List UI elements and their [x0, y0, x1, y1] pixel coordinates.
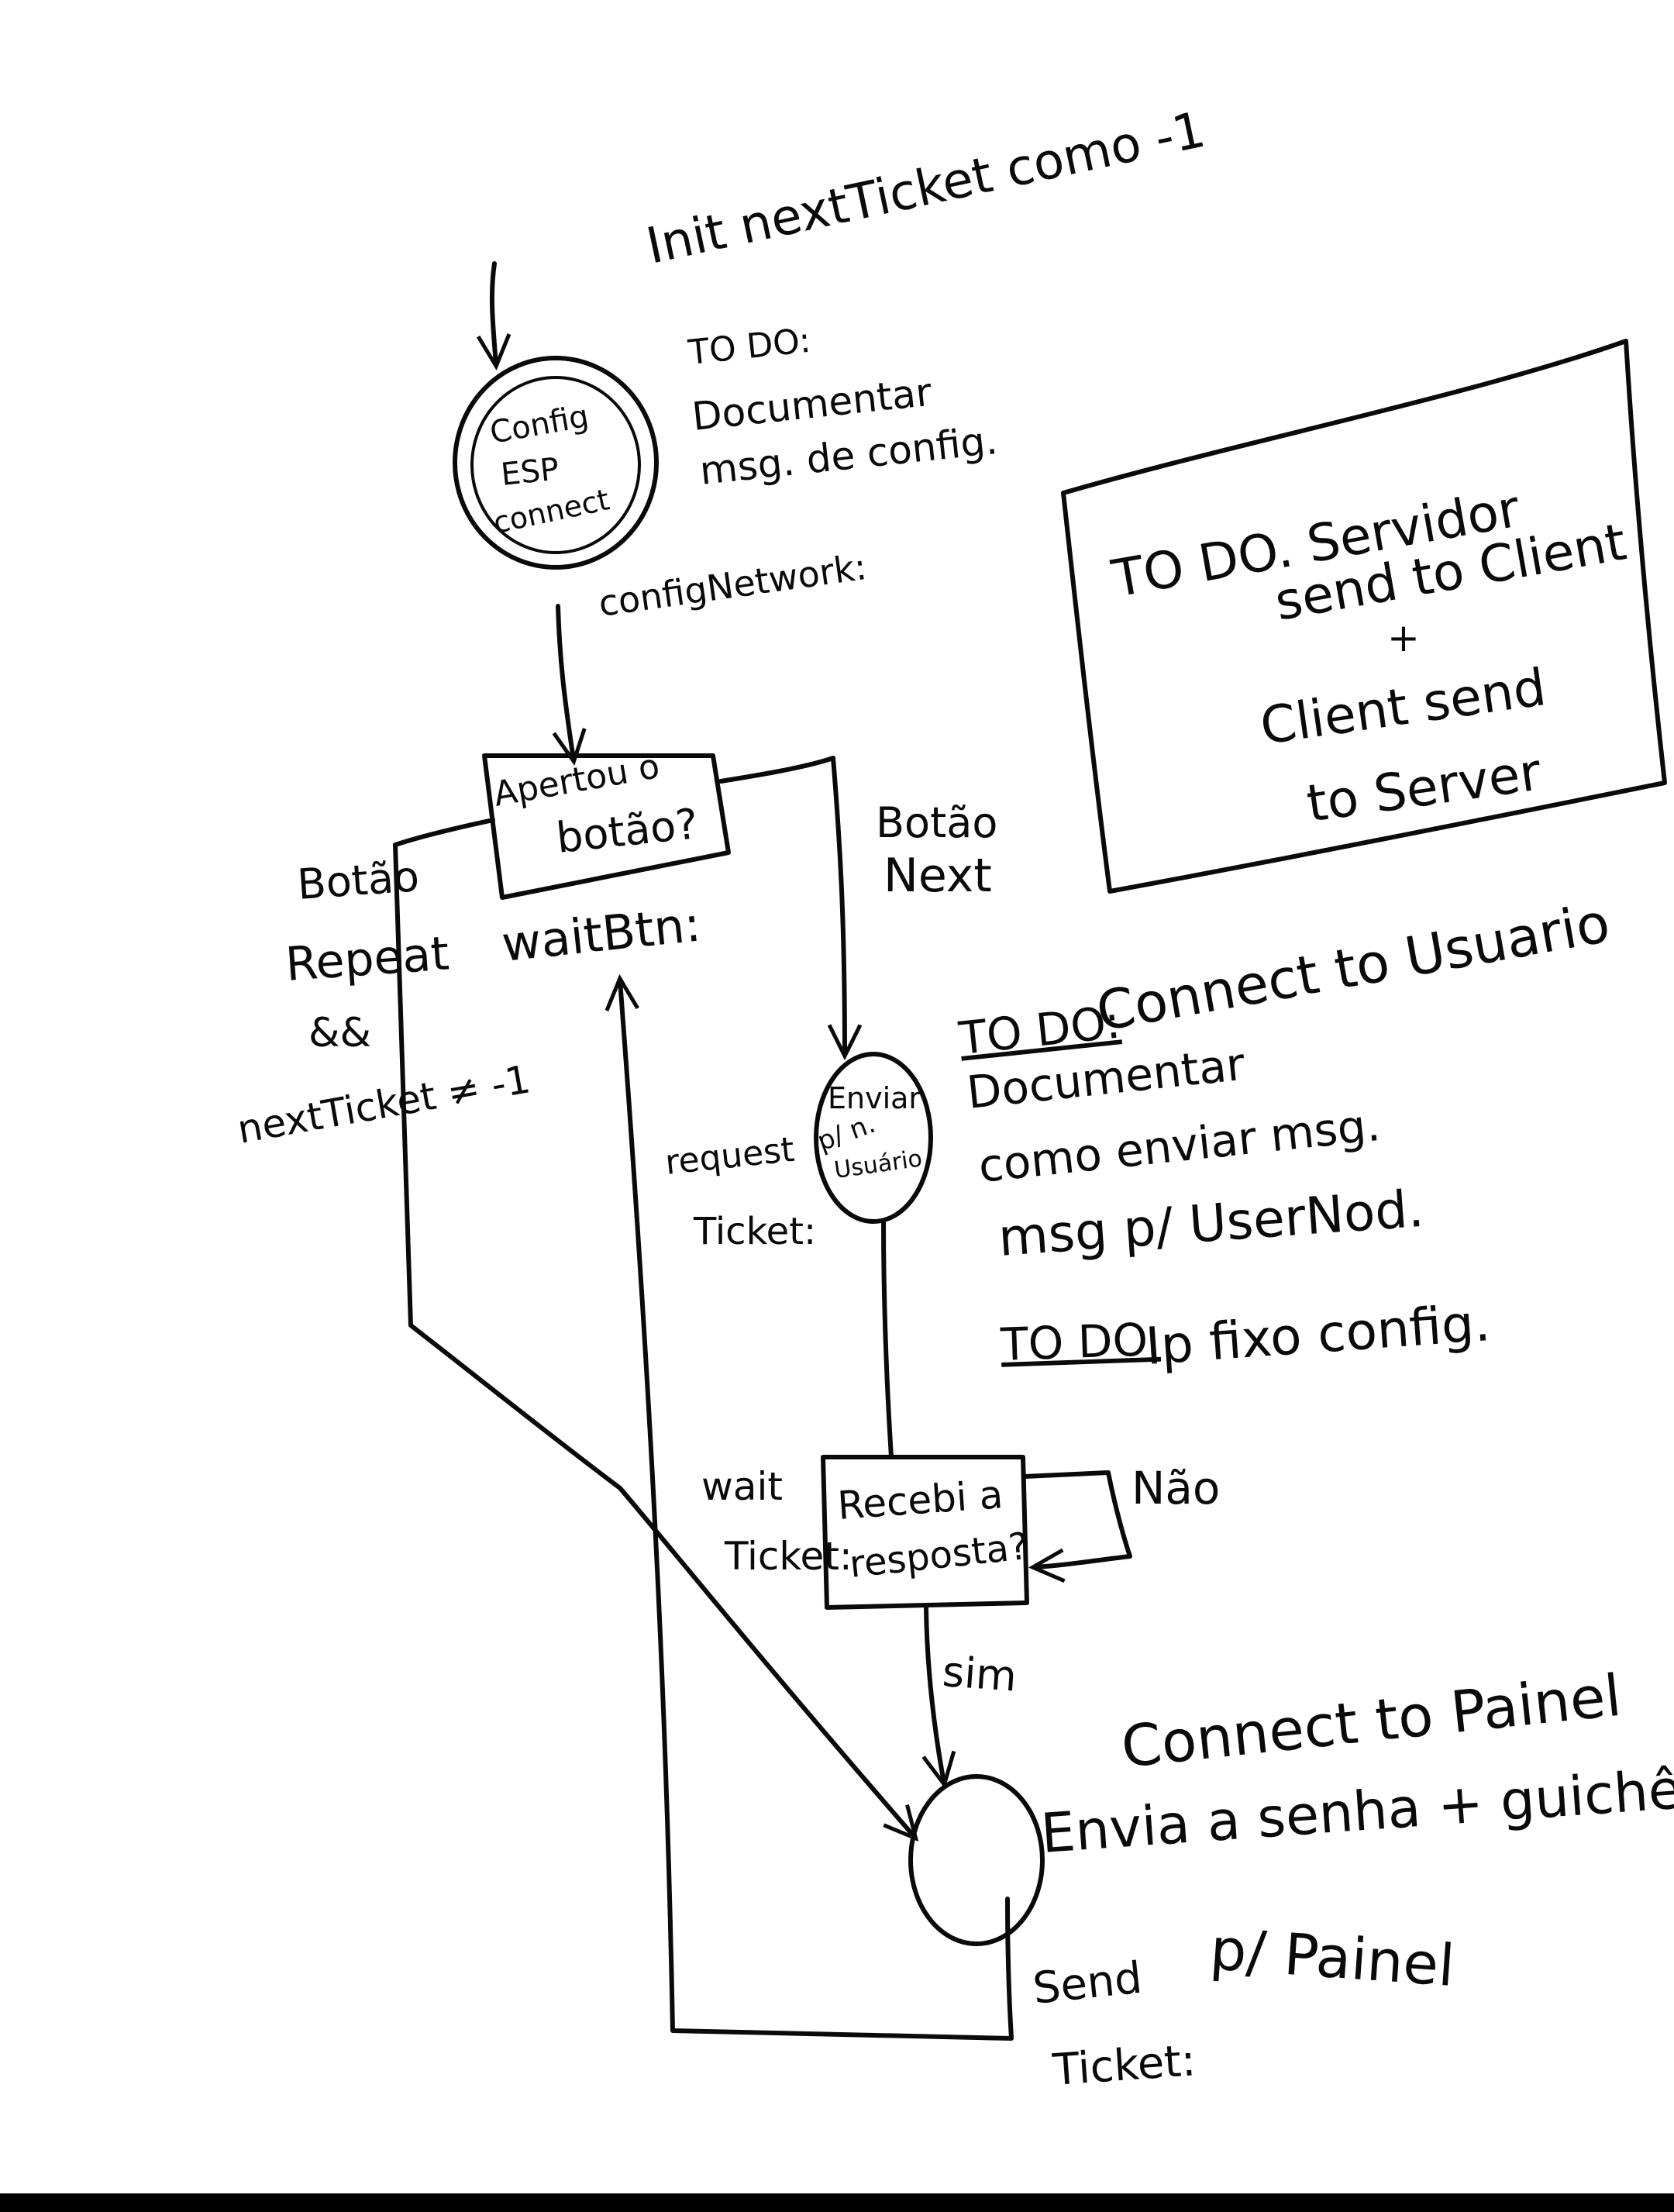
todo-ip-note: TO DO. Ip fixo config.: [999, 1293, 1492, 1376]
scan-edge-bar: [0, 2193, 1674, 2212]
todo-ip-rest: Ip fixo config.: [1144, 1293, 1493, 1376]
receive-response-decision: Recebi a resposta?: [821, 1455, 1031, 1610]
init-note: Init nextTicket como -1: [642, 102, 1210, 276]
repeat-branch-label-4: nextTicket ≠ -1: [234, 1056, 533, 1152]
receive-decision-label-1: Recebi a: [836, 1472, 1004, 1528]
send-to-receive-line: [881, 1218, 894, 1459]
wait-ticket-label-2: Ticket:: [724, 1534, 852, 1579]
next-branch-label-2: Next: [884, 849, 992, 903]
connect-panel-note: Connect to Painel Envia a senha + guichê…: [1038, 1662, 1674, 2000]
server-note-line4: Client send: [1257, 657, 1550, 756]
send-user-label-3: Usuário: [832, 1145, 924, 1184]
return-to-wait-line: [620, 980, 1014, 2041]
request-ticket-label-1: request: [663, 1130, 797, 1183]
send-ticket-label-1: Send: [1031, 1953, 1145, 2014]
todo-doc-config-note: TO DO: Documentar msg. de config.: [686, 321, 1000, 494]
config-to-button-arrow: [558, 604, 574, 760]
send-user-label-1: Enviar: [828, 1081, 921, 1115]
server-note-line5: to Server: [1304, 742, 1545, 834]
send-user-label-2: p/ n.: [813, 1108, 879, 1158]
todo-usuario-note: TO DO: Connect to Usuario Documentar com…: [956, 891, 1614, 1268]
yes-label: sim: [941, 1647, 1018, 1701]
panel-note-line3: p/ Painel: [1208, 1916, 1457, 2000]
next-branch-line: [718, 756, 845, 1054]
wait-btn-label: waitBtn:: [499, 895, 703, 972]
server-note-line3: +: [1387, 615, 1420, 660]
next-branch-label-1: Botão: [876, 798, 997, 847]
config-network-label: configNetwork:: [596, 546, 869, 625]
no-label: Não: [1132, 1462, 1220, 1514]
wait-ticket-label-1: wait: [701, 1464, 783, 1509]
todo-usuario-rest: Connect to Usuario: [1092, 891, 1614, 1044]
panel-note-line1: Connect to Painel: [1118, 1662, 1624, 1781]
receive-decision-label-2: resposta?: [847, 1525, 1030, 1587]
config-node-label-2: ESP: [499, 451, 560, 493]
entry-arrow: [492, 261, 496, 364]
todo-usuario-line3: como enviar msg.: [976, 1098, 1383, 1193]
todo-doc-config-head: TO DO:: [686, 321, 813, 373]
server-note-box: TO DO. Servidor send to Client + Client …: [1061, 339, 1667, 894]
todo-ip-head: TO DO.: [999, 1313, 1161, 1371]
repeat-branch-label-2: Repeat: [284, 926, 451, 992]
request-ticket-label-2: Ticket:: [693, 1210, 816, 1253]
button-pressed-decision: Apertou o botão?: [482, 746, 731, 900]
send-ticket-label-2: Ticket:: [1050, 2035, 1197, 2096]
todo-usuario-line4: msg p/ UserNod.: [997, 1179, 1426, 1268]
yes-line: [926, 1606, 944, 1783]
button-decision-label-2: botão?: [554, 799, 701, 863]
repeat-branch-line: [393, 818, 914, 1837]
repeat-branch-label-1: Botão: [296, 852, 421, 909]
send-to-user-node: Enviar p/ n. Usuário: [813, 1052, 933, 1224]
repeat-branch-label-3: &&: [308, 1010, 371, 1056]
config-esp-node: Config ESP connect: [453, 356, 659, 570]
connect-panel-node: [908, 1774, 1045, 1946]
config-node-label-1: Config: [487, 398, 591, 451]
no-loop-line: [1022, 1470, 1132, 1567]
